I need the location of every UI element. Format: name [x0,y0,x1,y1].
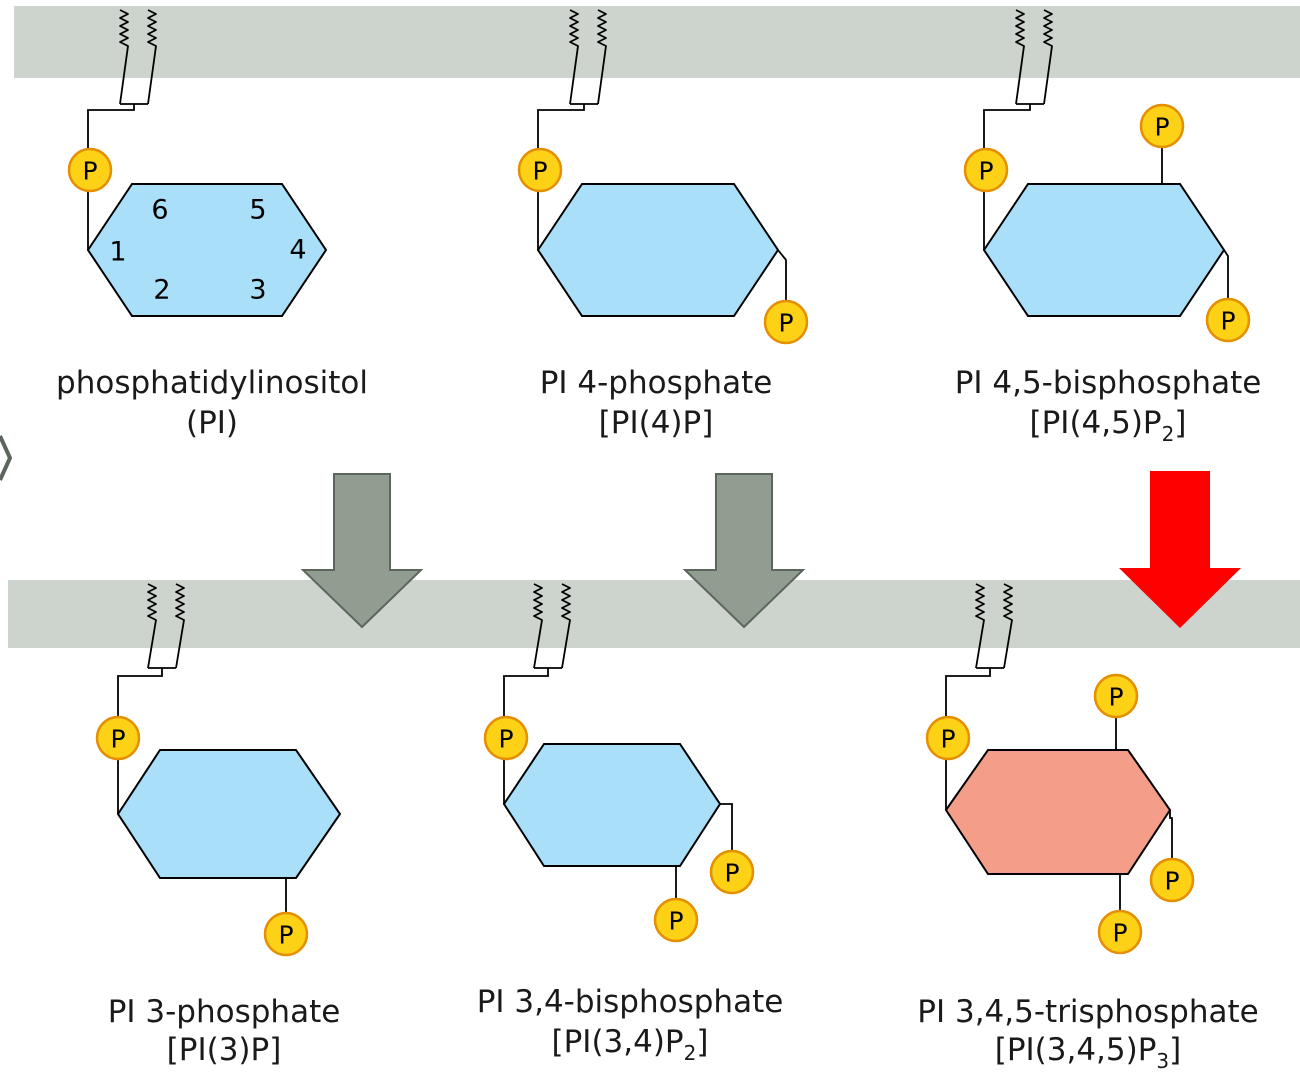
molecule-name: PI 3,4-bisphosphate [477,984,784,1020]
svg-text:P: P [940,725,955,754]
svg-text:P: P [498,725,513,754]
fatty-acid-tail [175,583,185,669]
molecule-pi3p: P P PI 3-phosphate [PI(3)P] [95,583,342,1068]
svg-text:P: P [532,157,547,186]
edge-arrow-icon [0,435,13,481]
molecule-abbreviation: [PI(3,4)P2] [552,1024,709,1065]
phosphate-group: P [1205,297,1251,343]
phosphate-group: P [1139,103,1185,149]
inositol-ring [536,183,780,317]
svg-text:P: P [82,157,97,186]
molecule-pi45p2: P P P PI 4,5-bisphosphate [PI(4,5)P2] [955,9,1262,446]
svg-text:P: P [1112,919,1127,948]
molecule-abbreviation: (PI) [186,405,238,441]
phosphate-group: P [67,147,113,193]
molecule-name: PI 4,5-bisphosphate [955,365,1262,401]
phosphate-group: P [763,299,809,345]
svg-text:P: P [110,725,125,754]
fatty-acid-tail [597,9,607,105]
phosphate-group: P [95,715,141,761]
phosphate-group: P [963,147,1009,193]
svg-text:P: P [1164,867,1179,896]
inositol-ring [86,183,328,317]
fatty-acid-tail [1015,9,1025,105]
phosphate-group: P [517,147,563,193]
ring-position-6: 6 [151,195,168,226]
molecule-abbreviation: [PI(3,4,5)P3] [995,1032,1182,1073]
molecule-pi34p2: P P P PI 3,4-bisphosphate [PI(3,4)P2] [477,583,784,1065]
phosphate-group: P [1097,909,1143,955]
fatty-acid-tail [1003,583,1013,669]
fatty-acid-tail [561,583,571,669]
lower-membrane [8,580,1300,648]
molecule-name: PI 3-phosphate [108,994,341,1030]
ring-position-5: 5 [249,195,266,226]
phosphate-group: P [1149,857,1195,903]
svg-text:P: P [668,907,683,936]
ring-position-4: 4 [289,235,306,266]
inositol-ring [502,743,722,867]
fatty-acid-tail [147,9,157,105]
molecule-abbreviation: [PI(3)P] [167,1032,282,1068]
conversion-arrow-pi45p2-to-pi345p3 [1119,471,1241,628]
fatty-acid-tail [1043,9,1053,105]
upper-membrane [14,6,1300,78]
svg-text:P: P [1154,113,1169,142]
fatty-acid-tail [147,583,157,669]
ring-position-1: 1 [109,237,126,268]
fatty-acid-tail [119,9,129,105]
inositol-ring-highlight [944,749,1172,875]
ring-position-3: 3 [249,275,266,306]
svg-text:P: P [1220,307,1235,336]
phosphate-group: P [925,715,971,761]
fatty-acid-tail [975,583,985,669]
molecule-pi4p: P P PI 4-phosphate [PI(4)P] [517,9,809,441]
phosphate-group: P [709,849,755,895]
molecule-abbreviation: [PI(4)P] [599,405,714,441]
molecule-name: phosphatidylinositol [56,365,368,401]
phosphate-group: P [653,897,699,943]
phosphate-group: P [1093,673,1139,719]
molecule-abbreviation: [PI(4,5)P2] [1030,405,1187,446]
conversion-arrow-pi-to-pi3p [300,473,424,629]
molecule-pi: 6 5 4 1 2 3 P phosphatidylinositol (PI) [56,9,368,441]
conversion-arrow-pi4p-to-pi34p2 [682,473,806,629]
inositol-ring [982,183,1226,317]
svg-text:P: P [724,859,739,888]
svg-text:P: P [978,157,993,186]
svg-text:P: P [1108,683,1123,712]
molecule-name: PI 3,4,5-trisphosphate [917,994,1258,1030]
phosphate-group: P [483,715,529,761]
fatty-acid-tail [533,583,543,669]
molecule-pi345p3: P P P P PI 3,4,5-trisphosphate [PI(3,4,5… [917,583,1259,1073]
molecule-name: PI 4-phosphate [540,365,773,401]
inositol-ring [116,749,342,879]
ring-position-2: 2 [153,275,170,306]
phosphate-group: P [263,911,309,957]
svg-text:P: P [278,921,293,950]
svg-text:P: P [778,309,793,338]
fatty-acid-tail [569,9,579,105]
